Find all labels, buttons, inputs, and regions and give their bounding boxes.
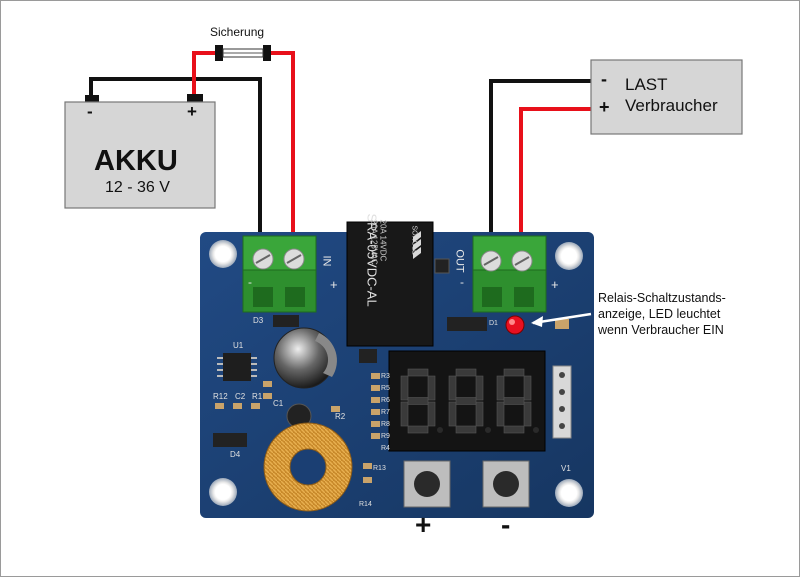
battery-minus-label: - xyxy=(87,102,93,121)
digit-2-segment-f xyxy=(496,375,505,401)
silk-r8: R8 xyxy=(381,421,390,428)
silk-r5: R5 xyxy=(381,385,390,392)
silk-r9: R9 xyxy=(381,433,390,440)
digit-0-decimal-point xyxy=(437,427,443,433)
silk-r14: R14 xyxy=(359,501,372,508)
digit-2-segment-c xyxy=(523,401,532,427)
wire-battery-plus xyxy=(192,51,219,101)
board-in-plus: + xyxy=(330,277,338,292)
annotation-line-3: wenn Verbraucher EIN xyxy=(598,323,724,337)
digit-2-segment-a xyxy=(503,368,525,377)
load-plus-label: + xyxy=(599,97,610,117)
button-plus-label: + xyxy=(415,509,432,540)
digit-1-segment-e xyxy=(448,401,457,427)
silk-d1: D1 xyxy=(489,320,498,327)
wire-load-plus xyxy=(519,107,591,246)
annotation-arrow xyxy=(531,312,592,327)
load-minus-label: - xyxy=(601,69,607,89)
load-box xyxy=(590,59,743,135)
pcb xyxy=(200,221,594,518)
digit-0-segment-f xyxy=(400,375,409,401)
board-out-label: OUT xyxy=(453,249,466,273)
load-subtitle: Verbraucher xyxy=(625,96,718,115)
fuse xyxy=(215,45,271,61)
silk-r2: R2 xyxy=(335,412,346,421)
silk-c1: C1 xyxy=(273,399,284,408)
battery-plus-label: + xyxy=(187,102,197,121)
digit-2-segment-d xyxy=(503,425,525,434)
fuse-label: Sicherung xyxy=(210,25,265,39)
wire-battery-minus xyxy=(89,77,262,246)
silk-v1: V1 xyxy=(561,464,571,473)
digit-0-segment-c xyxy=(427,401,436,427)
digit-0-segment-d xyxy=(407,425,429,434)
silk-d3: D3 xyxy=(253,316,264,325)
battery xyxy=(64,94,216,209)
wire-fuse-to-in-plus xyxy=(271,51,295,246)
button-minus-label: - xyxy=(501,509,511,540)
relay-line2: 20A 125VAC xyxy=(369,219,379,265)
digit-0-segment-g xyxy=(407,397,429,405)
silk-r6: R6 xyxy=(381,397,390,404)
board-out-minus: - xyxy=(460,275,464,289)
board-in-label: IN xyxy=(320,255,333,267)
load-title: LAST xyxy=(625,75,668,94)
wire-load-minus xyxy=(489,79,591,246)
digit-2-segment-g xyxy=(503,397,525,405)
digit-1-segment-d xyxy=(455,425,477,434)
annotation-line-2: anzeige, LED leuchtet xyxy=(598,307,721,321)
digit-1-segment-a xyxy=(455,368,477,377)
silk-r1: R1 xyxy=(252,392,263,401)
digit-1-decimal-point xyxy=(485,427,491,433)
digit-1-segment-f xyxy=(448,375,457,401)
digit-1-segment-c xyxy=(475,401,484,427)
seven-segment-digits xyxy=(400,368,539,434)
silk-u1: U1 xyxy=(233,341,244,350)
digit-1-segment-b xyxy=(475,375,484,401)
digit-0-segment-b xyxy=(427,375,436,401)
annotation-line-1: Relais-Schaltzustands- xyxy=(598,291,726,305)
digit-2-segment-b xyxy=(523,375,532,401)
silk-r7: R7 xyxy=(381,409,390,416)
silk-r4: R4 xyxy=(381,445,390,452)
digit-0-segment-a xyxy=(407,368,429,377)
silk-d4: D4 xyxy=(230,450,241,459)
silk-c2: C2 xyxy=(235,392,246,401)
digit-1-segment-g xyxy=(455,397,477,405)
wires xyxy=(89,51,591,246)
board-in-minus: - xyxy=(248,275,252,289)
board-out-plus: + xyxy=(551,277,559,292)
battery-voltage: 12 - 36 V xyxy=(105,179,170,196)
battery-title: AKKU xyxy=(94,145,178,177)
silk-r3: R3 xyxy=(381,373,390,380)
relay-line1: 20A 14VDC xyxy=(378,219,388,262)
silk-r12: R12 xyxy=(213,392,228,401)
relay-brand: SONGLE xyxy=(410,225,418,255)
silk-r13: R13 xyxy=(373,465,386,472)
digit-0-segment-e xyxy=(400,401,409,427)
digit-2-segment-e xyxy=(496,401,505,427)
digit-2-decimal-point xyxy=(533,427,539,433)
